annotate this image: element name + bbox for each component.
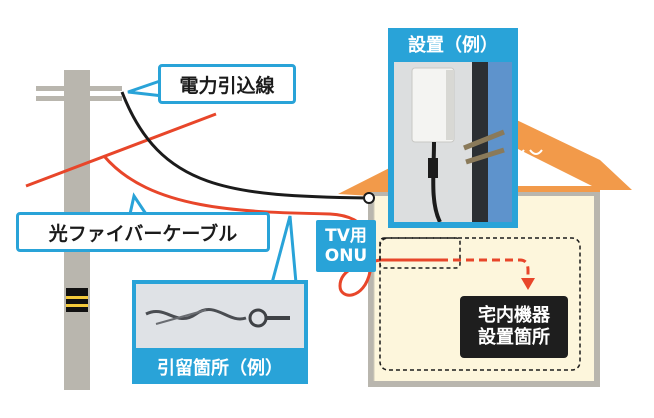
tv-onu-line1: TV用 [325,225,367,246]
anchor-wire [145,308,247,321]
onu-connector [428,158,438,178]
anchor-hook-photo [136,284,304,348]
fiber-cable-text: 光ファイバーケーブル [48,222,238,245]
onu-photo-drawing [394,62,512,222]
anchor-photo-drawing [145,308,290,328]
indoor-route-arrow-icon [521,278,535,290]
pole-crossarm-top [36,86,122,91]
fiber-callout-pointer [128,192,148,215]
anchor-photo-frame: 引留箇所（例） [132,280,308,384]
fiber-cable-label: 光ファイバーケーブル [16,212,270,252]
anchor-point-title: 引留箇所（例） [132,350,308,384]
pole-crossarm-bottom [36,96,122,101]
indoor-dashed-area [379,237,581,371]
installation-example-text: 設置（例） [408,35,498,56]
indoor-device-location-label: 宅内機器 設置箇所 [460,296,568,358]
power-anchor-point [363,192,375,204]
fiber-strand-line [25,112,217,188]
indoor-fiber-route [440,258,530,278]
power-drop-line-label: 電力引込線 [158,64,296,104]
pole-marker-stripe-2 [66,304,88,307]
anchor-hook-shaft [266,316,290,320]
power-callout-pointer [127,78,164,98]
indoor-dashed-wall [379,237,461,269]
anchor-wire-2 [155,309,207,325]
power-drop-line-text: 電力引込線 [179,74,275,97]
indoor-device-line1: 宅内機器 [478,304,550,326]
pole-marker [66,288,88,312]
tv-onu-line2: ONU [324,246,368,266]
onu-box-shade [446,70,454,140]
onu-cable [431,141,442,222]
installation-example-title: 設置（例） [388,28,518,60]
tv-onu-label: TV用 ONU [316,220,376,272]
anchor-hook-ring [248,308,268,328]
anchor-callout-pointer [270,215,298,284]
pole-marker-stripe [66,296,88,299]
onu-installation-photo [394,62,512,222]
indoor-device-line2: 設置箇所 [478,327,550,348]
installation-photo-frame: 設置（例） [388,28,518,228]
power-drop-line [120,91,369,200]
photo-bracket [463,129,505,165]
anchor-point-text: 引留箇所（例） [157,358,283,379]
